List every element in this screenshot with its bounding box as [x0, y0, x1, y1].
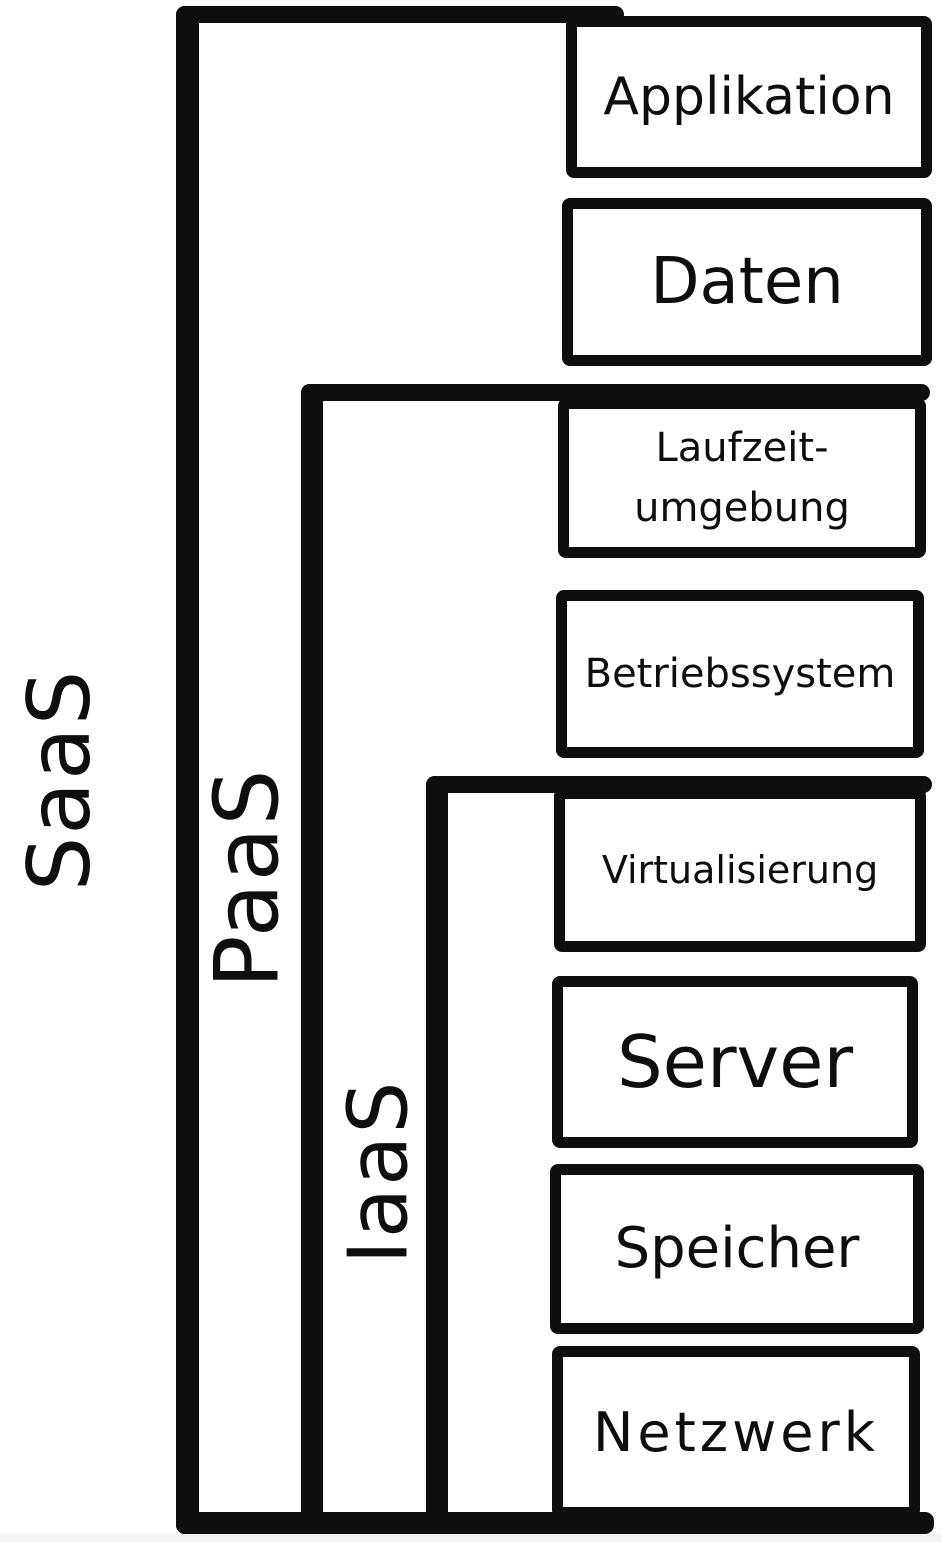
layer-label-speicher: Speicher: [614, 1216, 860, 1281]
saas-bracket-vertical-line: [176, 6, 199, 1534]
saas-bracket-top-line: [176, 6, 624, 23]
layer-box-daten: Daten: [562, 198, 932, 366]
layer-label-netzwerk: Netzwerk: [593, 1400, 879, 1464]
bottom-edge-strip: [0, 1534, 942, 1542]
paas-bracket-vertical-line: [301, 384, 323, 1522]
saas-label: SaaS: [10, 668, 110, 892]
layer-box-netzwerk: Netzwerk: [552, 1346, 920, 1518]
layer-label-laufzeitumgebung-line2: umgebung: [634, 485, 850, 531]
layer-label-server: Server: [616, 1020, 854, 1104]
layer-box-speicher: Speicher: [550, 1164, 924, 1334]
layer-box-virtualisierung: Virtualisierung: [554, 788, 926, 952]
layer-label-daten: Daten: [650, 245, 844, 319]
layer-label-virtualisierung: Virtualisierung: [601, 847, 879, 892]
iaas-bracket-vertical-line: [426, 776, 448, 1522]
layer-label-betriebssystem: Betriebssystem: [584, 651, 896, 697]
paas-label: PaaS: [195, 767, 299, 989]
layer-box-applikation: Applikation: [566, 16, 932, 178]
layer-box-server: Server: [552, 976, 918, 1148]
layer-box-betriebssystem: Betriebssystem: [556, 590, 924, 758]
iaas-label: IaaS: [331, 1079, 427, 1265]
layer-label-applikation: Applikation: [603, 67, 895, 127]
paas-bracket-top-line: [301, 384, 930, 401]
layer-label-laufzeitumgebung-line1: Laufzeit-: [655, 425, 829, 471]
layer-box-laufzeitumgebung: Laufzeit- umgebung: [558, 398, 926, 558]
